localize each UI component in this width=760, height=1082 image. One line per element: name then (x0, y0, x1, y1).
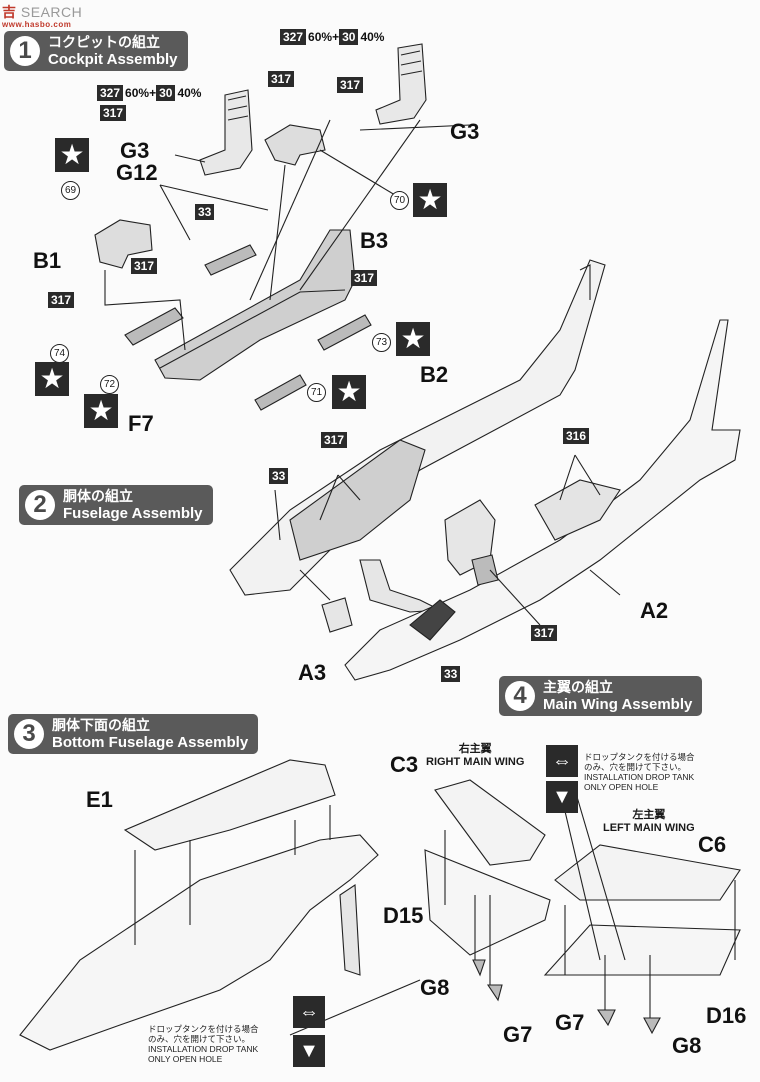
paint-code-317: 317 (100, 105, 127, 121)
decal-callout-72: 72 (100, 375, 119, 394)
part-label-g7: G7 (555, 1010, 585, 1035)
step-1-title-en: Cockpit Assembly (48, 51, 178, 68)
part-label-d15: D15 (383, 903, 424, 928)
paint-code-316: 316 (563, 428, 590, 444)
step-1-header: 1 コクピットの組立 Cockpit Assembly (4, 31, 188, 71)
step-2-number: 2 (25, 490, 55, 520)
paint-code-317: 317 (48, 292, 75, 308)
decal-callout-71: 71 (307, 383, 326, 402)
decal-callout-74: 74 (50, 344, 69, 363)
paint-code-317: 317 (268, 71, 295, 87)
decal-callout-69: 69 (61, 181, 80, 200)
drill-arrows-icon: ⇔ (546, 745, 578, 777)
paint-code-317: 317 (131, 258, 158, 274)
paint-code-33: 33 (441, 666, 461, 682)
drill-hole-icon: ▼ (546, 781, 578, 813)
star-decal-icon: ★ (55, 138, 89, 172)
step-4-title-en: Main Wing Assembly (543, 696, 693, 713)
step-4-header: 4 主翼の組立 Main Wing Assembly (499, 676, 703, 716)
part-label-d16: D16 (706, 1003, 747, 1028)
star-decal-icon: ★ (35, 362, 69, 396)
part-label-g12: G12 (116, 160, 158, 185)
step-3-header: 3 胴体下面の組立 Bottom Fuselage Assembly (8, 714, 259, 754)
watermark-prefix: 吉 (2, 4, 17, 20)
part-label-f7: F7 (128, 411, 154, 436)
star-decal-icon: ★ (84, 394, 118, 428)
paint-code-317: 317 (321, 432, 348, 448)
star-decal-icon: ★ (413, 183, 447, 217)
part-label-c3: C3 (390, 752, 419, 777)
part-label-b1: B1 (33, 248, 62, 273)
step-3-number: 3 (14, 719, 44, 749)
watermark-word: SEARCH (20, 4, 83, 20)
part-label-a3: A3 (298, 660, 327, 685)
right-wing-label-jp: 右主翼 (458, 743, 492, 755)
step-2-title-jp: 胴体の組立 (63, 488, 133, 504)
watermark-sub: www.hasbo.com (2, 20, 72, 29)
part-label-e1: E1 (86, 787, 113, 812)
drill-hole-icon: ▼ (293, 1035, 325, 1067)
drop-tank-note-right: ドロップタンクを付ける場合 のみ、穴を開けて下さい。 INSTALLATION … (584, 752, 695, 792)
part-label-b3: B3 (360, 228, 389, 253)
paint-code-317: 317 (351, 270, 378, 286)
drop-tank-note-bottom: ドロップタンクを付ける場合 のみ、穴を開けて下さい。 INSTALLATION … (148, 1024, 259, 1064)
decal-callout-73: 73 (372, 333, 391, 352)
left-wing-label-en: LEFT MAIN WING (603, 822, 695, 834)
right-wing-label-en: RIGHT MAIN WING (426, 756, 525, 768)
paint-code-33: 33 (269, 468, 289, 484)
part-label-b2: B2 (420, 362, 449, 387)
part-label-g3: G3 (120, 138, 150, 163)
part-label-g8: G8 (420, 975, 450, 1000)
drill-arrows-icon: ⇔ (293, 996, 325, 1028)
step-1-number: 1 (10, 36, 40, 66)
paint-code-317: 317 (531, 625, 558, 641)
left-wing-label: 左主翼 LEFT MAIN WING (603, 809, 695, 835)
decal-callout-70: 70 (390, 191, 409, 210)
star-decal-icon: ★ (332, 375, 366, 409)
step-1-title-jp: コクピットの組立 (48, 34, 160, 50)
paint-code-317: 317 (337, 77, 364, 93)
watermark: 吉 SEARCH www.hasbo.com (2, 2, 82, 29)
step-3-title-en: Bottom Fuselage Assembly (52, 734, 249, 751)
part-label-c6: C6 (698, 832, 727, 857)
step-2-header: 2 胴体の組立 Fuselage Assembly (19, 485, 213, 525)
star-decal-icon: ★ (396, 322, 430, 356)
part-label-g7: G7 (503, 1022, 533, 1047)
paint-code-33: 33 (195, 204, 215, 220)
part-label-a2: A2 (640, 598, 669, 623)
left-wing-label-jp: 左主翼 (632, 809, 666, 821)
step-2-title-en: Fuselage Assembly (63, 505, 203, 522)
step-3-title-jp: 胴体下面の組立 (52, 717, 150, 733)
right-wing-label: 右主翼 RIGHT MAIN WING (426, 743, 524, 769)
step-4-title-jp: 主翼の組立 (543, 679, 613, 695)
part-label-g3: G3 (450, 119, 480, 144)
part-label-g8: G8 (672, 1033, 702, 1058)
step-4-number: 4 (505, 681, 535, 711)
